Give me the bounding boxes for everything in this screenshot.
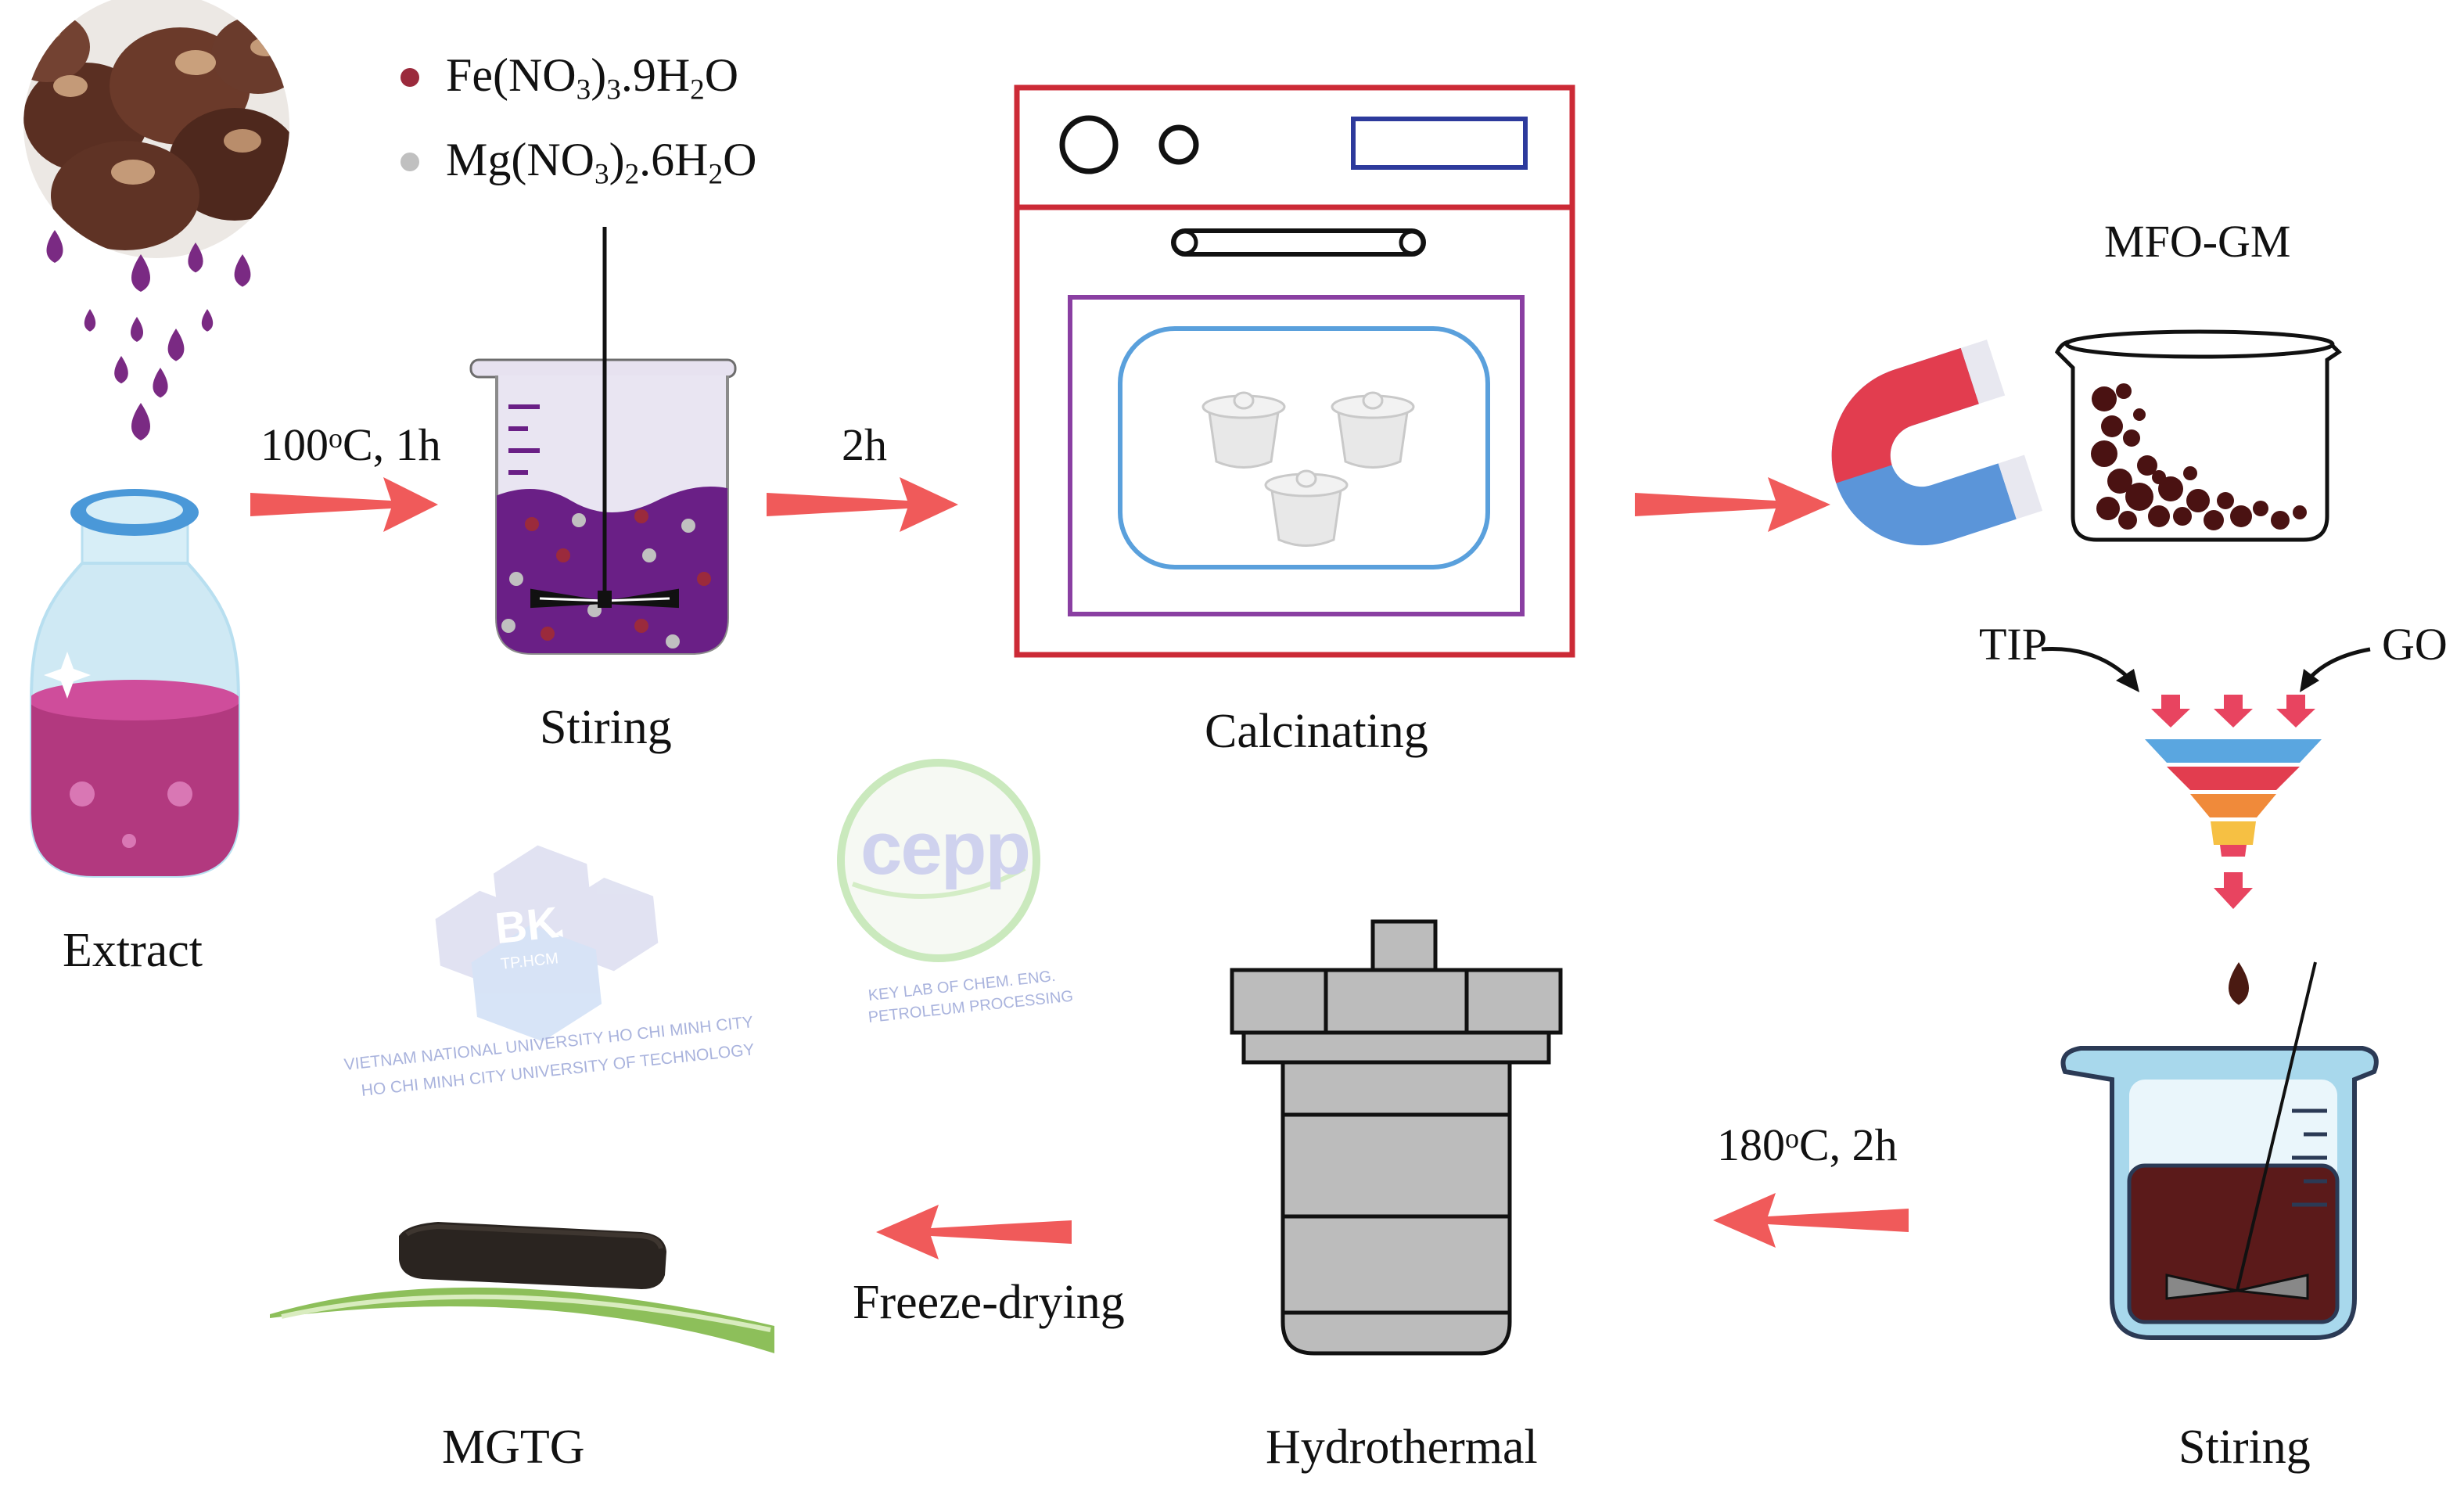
arrow-hydrothermal-to-mgtg [876, 1205, 1072, 1259]
step-hydrothermal: Hydrothermal [1266, 1421, 1538, 1474]
bk-logo [435, 845, 659, 1042]
cepp-logo [837, 759, 1040, 962]
magnet-icon [1831, 340, 2043, 546]
bk-logo-text: BK [492, 896, 561, 954]
mgtg-aerogel [270, 1222, 774, 1353]
cepp-logo-text: cepp [860, 807, 1031, 890]
product-mgtg: MGTG [442, 1421, 585, 1474]
crucibles [1201, 391, 1415, 547]
condition-calcine: 2h [842, 419, 887, 470]
reagent-go: GO [2382, 619, 2448, 670]
arrow-calcine-to-product [1635, 477, 1830, 532]
step-calcinating: Calcinating [1205, 705, 1428, 758]
stirring-beaker-2 [2060, 961, 2379, 1340]
reagent-arrows [2041, 647, 2371, 692]
reagent-mg: Mg(NO3)2.6H2O [400, 133, 756, 191]
product-mfo-gm: MFO-GM [2104, 216, 2291, 267]
condition-drying: Freeze-drying [853, 1276, 1125, 1329]
arrow-stir-to-calcine [767, 477, 958, 532]
condition-stir: 100oC, 1h [260, 419, 441, 470]
step-stiring-1: Stiring [540, 701, 672, 754]
funnel-icon [2145, 695, 2322, 909]
condition-hydrothermal: 180oC, 2h [1717, 1119, 1898, 1170]
reagent-mg-label: Mg(NO3)2.6H2O [446, 134, 757, 191]
extract-drops [46, 230, 251, 440]
step-extract: Extract [63, 924, 203, 977]
arrow-stir-to-hydrothermal [1713, 1193, 1909, 1248]
fruit-photo [23, 0, 289, 258]
reagent-fe-label: Fe(NO3)3.9H2O [446, 49, 739, 106]
reagent-tip: TIP [1979, 619, 2047, 670]
reagent-fe: Fe(NO3)3.9H2O [400, 49, 738, 106]
arrow-extract-to-stir [250, 477, 438, 532]
step-stiring-2: Stiring [2178, 1421, 2311, 1474]
extract-flask [30, 489, 240, 878]
fe-dot-icon [400, 68, 419, 88]
calcination-oven [1014, 84, 1575, 658]
mg-dot-icon [400, 153, 419, 172]
hydrothermal-autoclave [1230, 919, 1563, 1356]
product-beaker [2054, 329, 2342, 542]
stirring-beaker [469, 227, 737, 655]
